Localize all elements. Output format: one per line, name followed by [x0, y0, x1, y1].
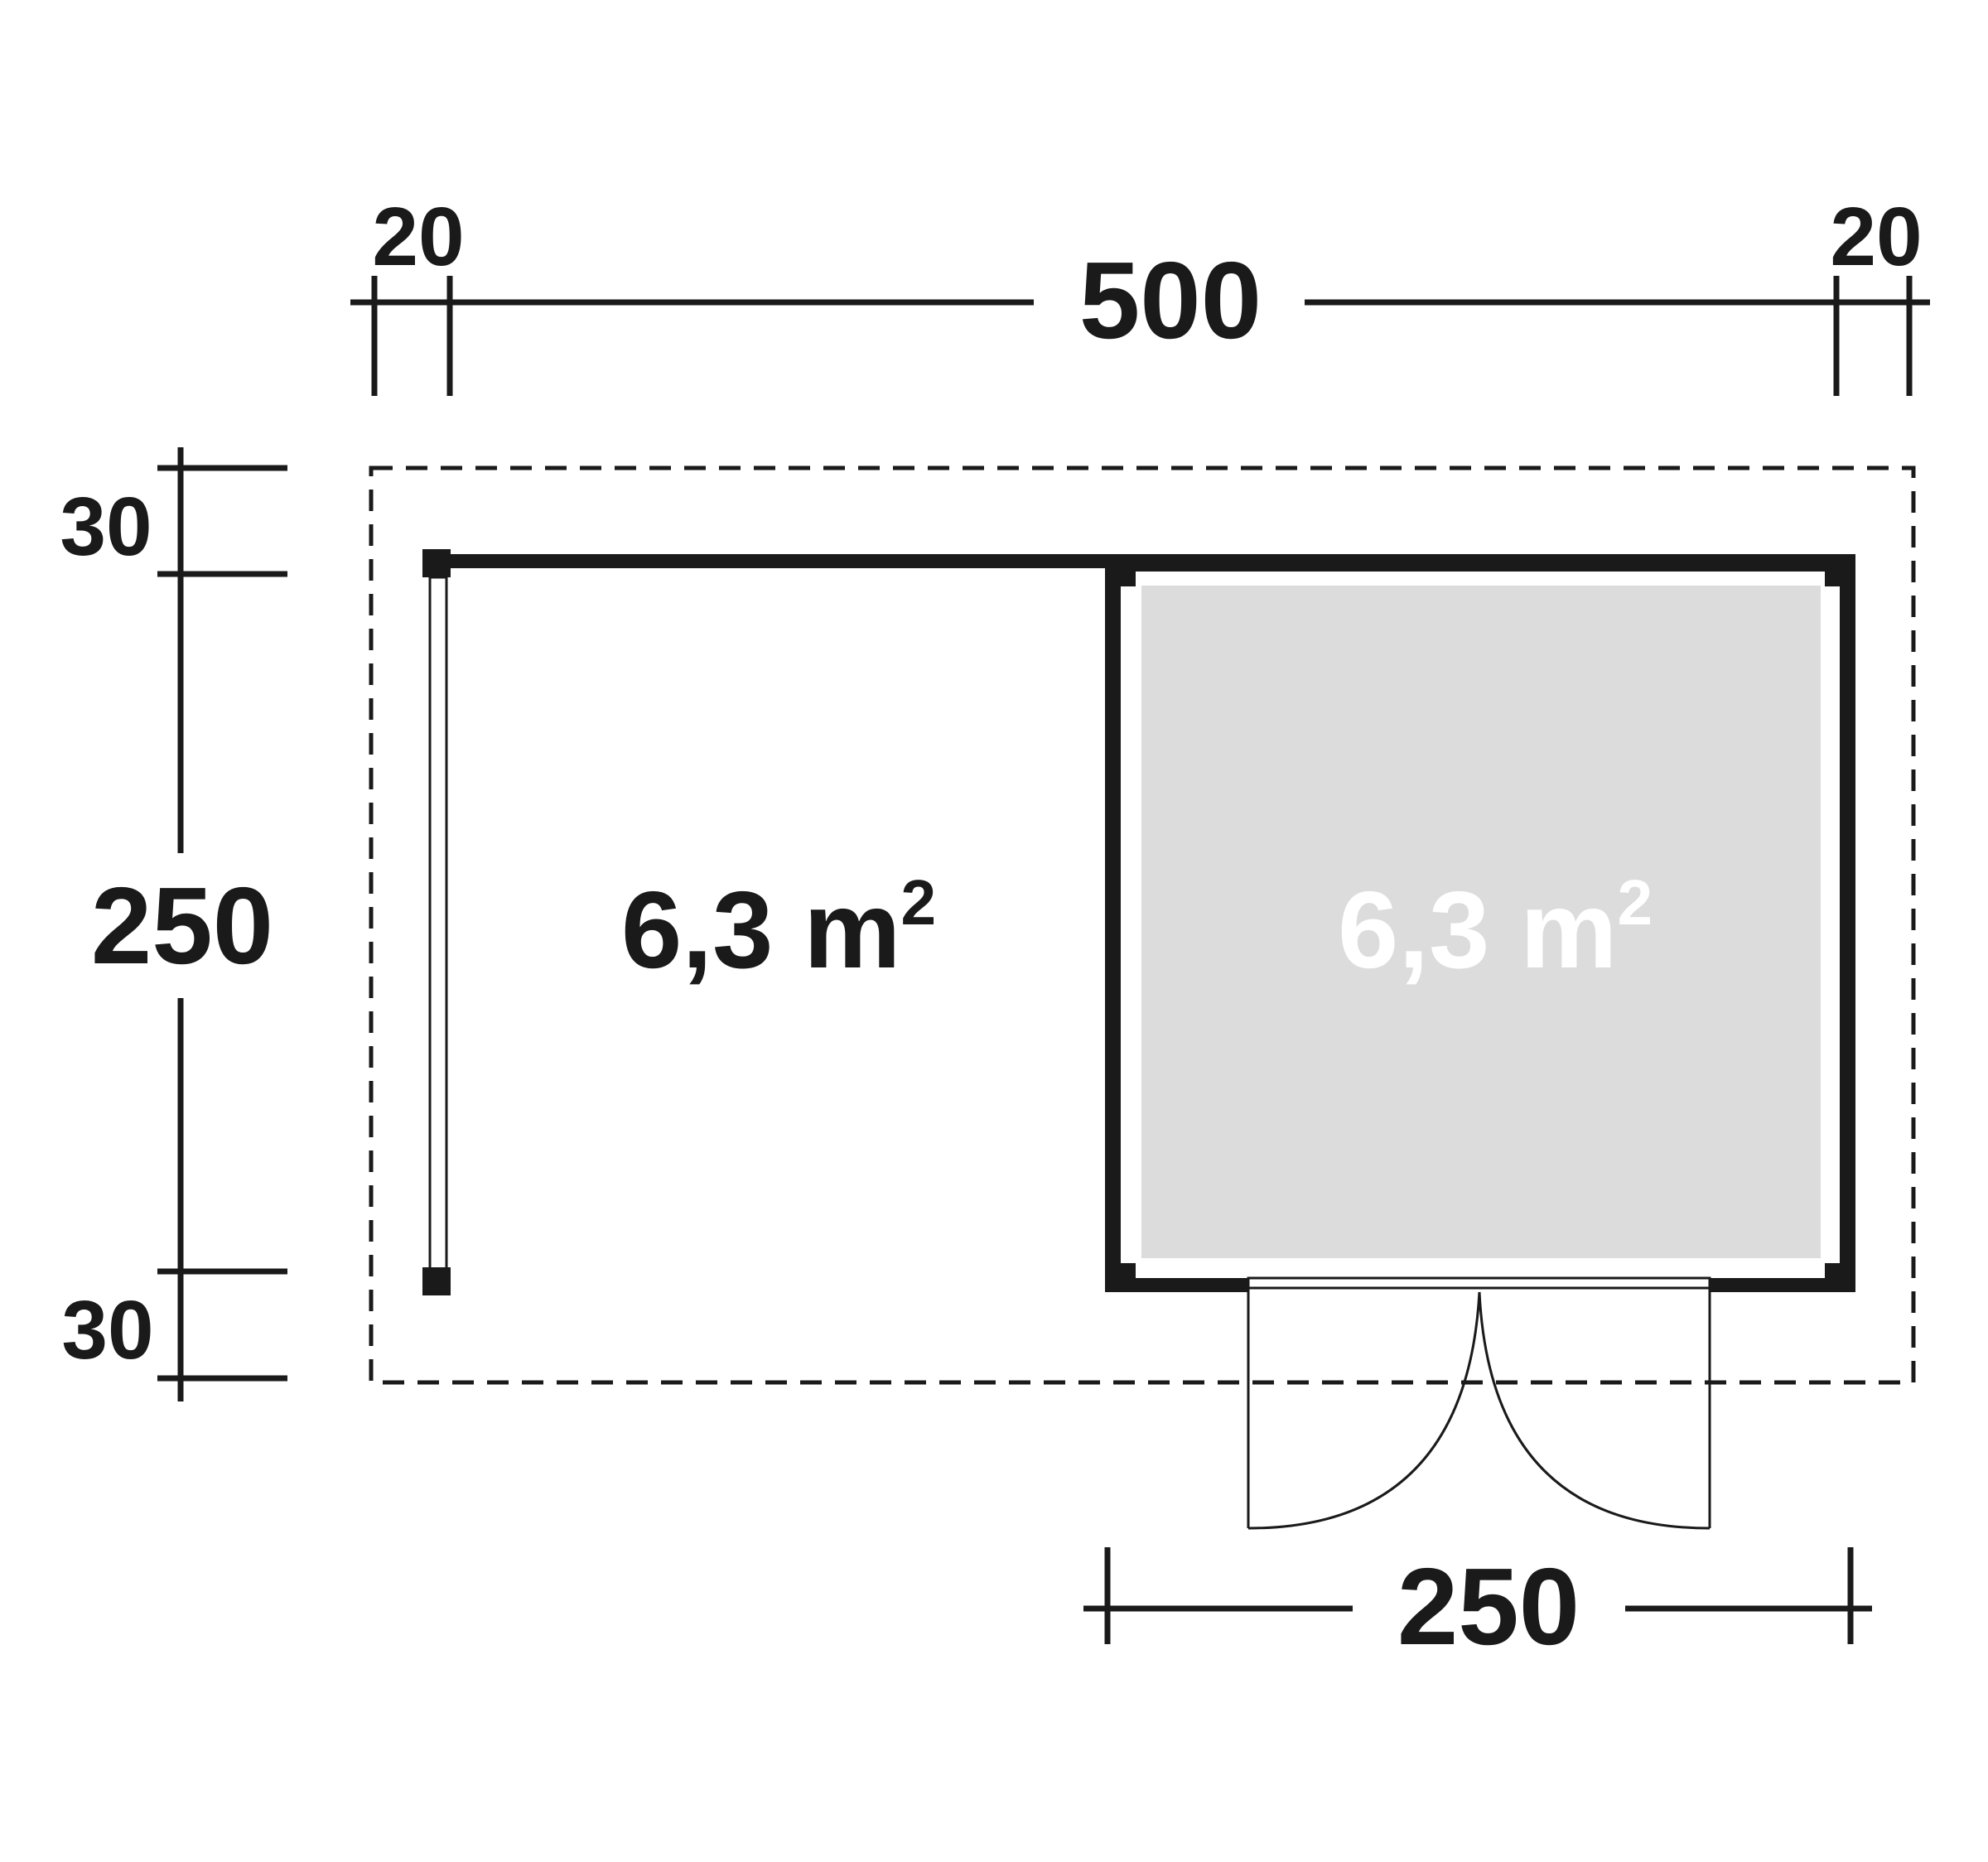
corner-post-br [1825, 1263, 1840, 1278]
dim-left [157, 447, 287, 1401]
dim-label-top-right-overhang: 20 [1830, 191, 1922, 283]
canopy-beam-top [424, 554, 1105, 568]
room-wall-top [1105, 554, 1855, 572]
dim-top [350, 276, 1930, 396]
dim-label-left-bottom-overhang: 30 [61, 1284, 153, 1377]
room-wall-right [1840, 554, 1855, 1292]
area-open-number: 6,3 m [621, 869, 901, 991]
corner-post-tl [1121, 572, 1136, 586]
area-open-exponent: 2 [900, 868, 936, 938]
area-room-number: 6,3 m [1338, 869, 1618, 991]
dim-label-top-left-overhang: 20 [372, 191, 464, 283]
room-floor [1141, 586, 1821, 1258]
area-label-room: 6,3 m2 [1338, 868, 1653, 991]
dim-label-left-depth: 250 [91, 865, 273, 986]
corner-post-tr [1825, 572, 1840, 586]
area-label-open: 6,3 m2 [621, 868, 936, 991]
canopy-post-bottom [422, 1267, 451, 1295]
dim-label-bottom-room-width: 250 [1397, 1546, 1580, 1667]
canopy-post-top [422, 549, 451, 577]
room-wall-bottom-right [1710, 1278, 1855, 1292]
room-wall-left [1105, 554, 1121, 1292]
roof-outline-dashed [369, 466, 1916, 1385]
corner-post-bl [1121, 1263, 1136, 1278]
room-wall-bottom-left [1105, 1278, 1248, 1292]
area-room-exponent: 2 [1617, 868, 1653, 938]
canopy-beam-left [428, 576, 448, 1272]
dim-label-top-total: 500 [1079, 239, 1262, 361]
dim-bottom [1083, 1547, 1872, 1644]
dim-label-left-top-overhang: 30 [60, 480, 152, 573]
double-door [1247, 1276, 1711, 1530]
